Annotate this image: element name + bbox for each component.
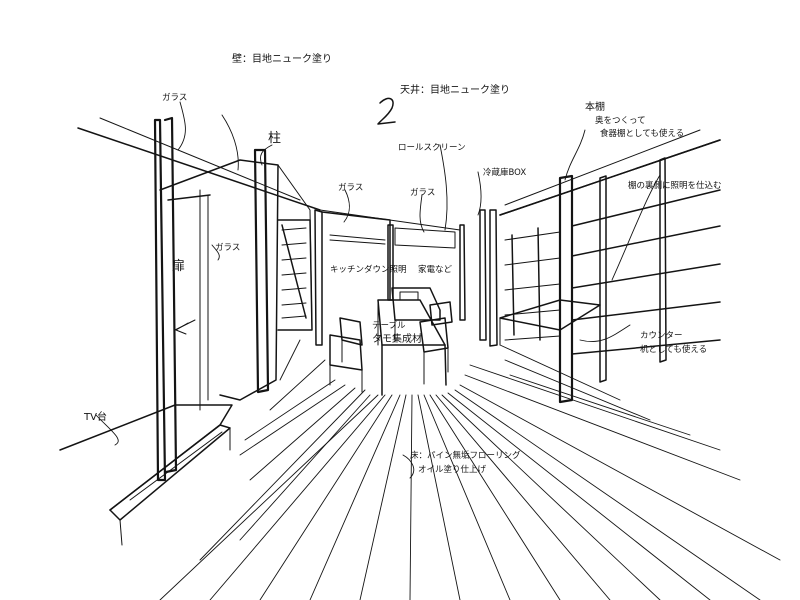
label-tv-stand: TV台 [83, 410, 107, 423]
label-shelves-note-2: 食器棚としても使える [600, 128, 684, 139]
label-counter-1: カウンター [640, 331, 683, 341]
label-glass-center-left: ガラス [338, 182, 363, 193]
label-appliances-note: 家電など [418, 264, 453, 275]
label-fridge-box: 冷蔵庫BOX [483, 167, 526, 178]
label-kitchen-lighting: キッチンダウン照明 [330, 264, 407, 275]
label-roll-screen: ロールスクリーン [398, 143, 466, 153]
label-counter-2: 机としても使える [640, 344, 707, 355]
label-shelves-note-1: 奥をつくって [595, 115, 646, 126]
dining-table [377, 299, 447, 396]
door-frame [167, 194, 211, 335]
tv-stand [59, 404, 233, 546]
label-shelves-title: 本棚 [585, 100, 605, 113]
label-glass-top: ガラス [162, 92, 187, 103]
label-flooring-2: オイル塗り仕上げ [418, 464, 487, 475]
leader-lines [95, 101, 661, 479]
label-table-material: タモ集成材 [372, 332, 422, 345]
step-marker-glyph [377, 97, 396, 125]
back-wall [321, 211, 456, 301]
counter [499, 299, 601, 346]
label-door: 扉 [172, 258, 185, 274]
label-wall-finish: 壁：目地ニューク塗り [232, 52, 332, 65]
label-table: テーブル [372, 320, 406, 331]
label-glass-center-right: ガラス [410, 187, 435, 198]
chairs [329, 301, 453, 393]
label-pillar: 柱 [268, 131, 281, 146]
bookshelves [499, 139, 721, 383]
label-ceiling-finish: 天井：目地ニューク塗り [400, 83, 510, 96]
label-glass-side: ガラス [215, 242, 240, 253]
staircase [277, 219, 313, 331]
label-flooring-1: 床：パイン無垢フローリング [410, 450, 521, 461]
floor-boards [159, 339, 781, 600]
label-shelf-back-light: 棚の裏側に照明を仕込む [628, 180, 722, 191]
